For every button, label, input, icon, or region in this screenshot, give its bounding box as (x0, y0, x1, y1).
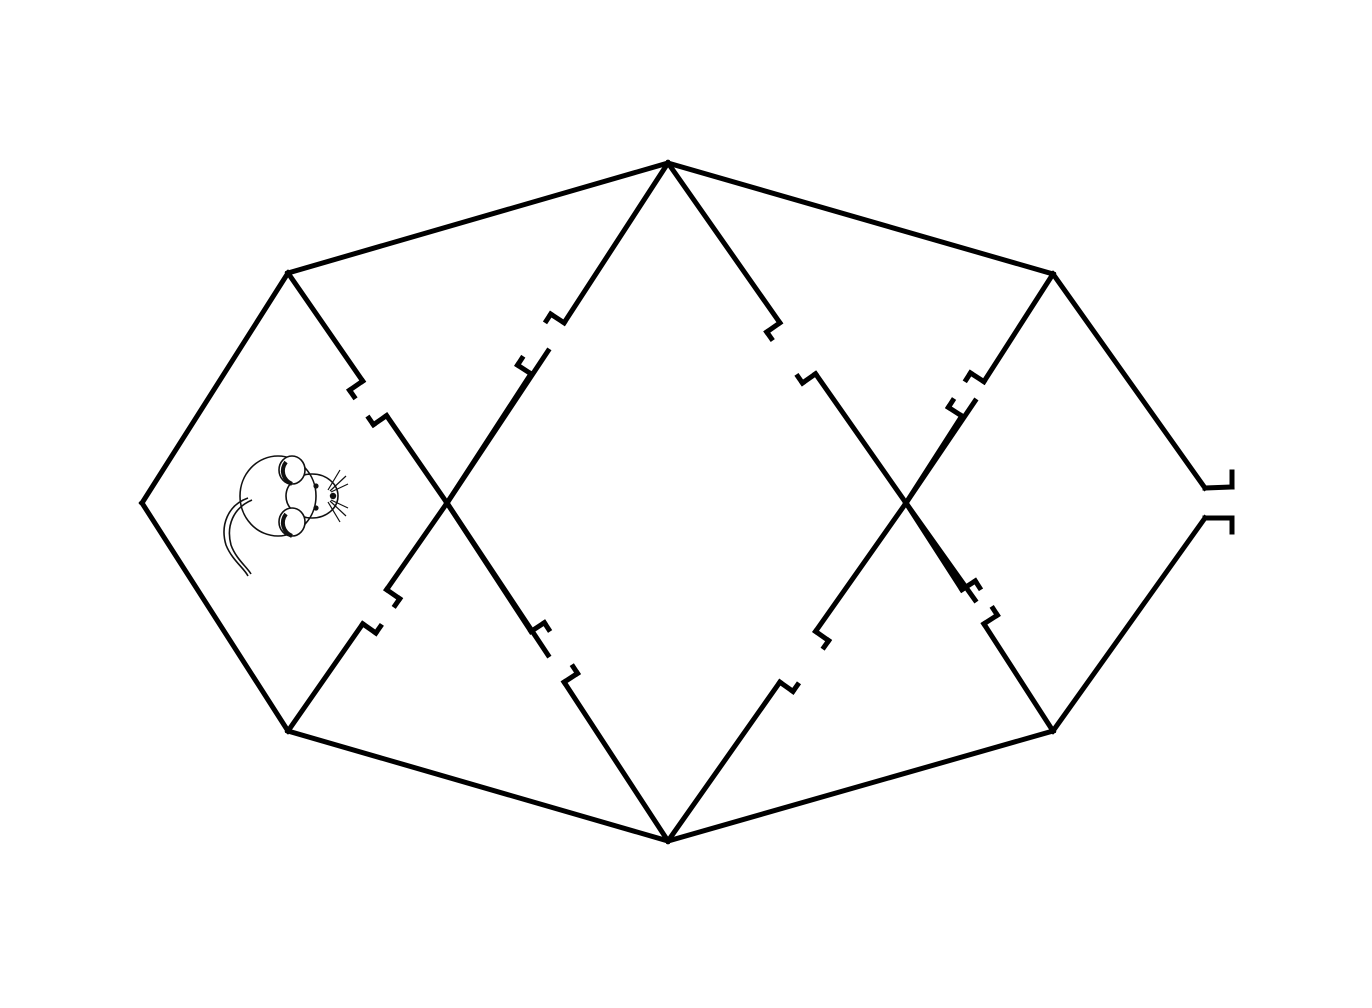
wall-t-xr-hook-0 (763, 328, 775, 343)
wall-lr-xr-hook-1 (971, 577, 984, 592)
wall-top-left (284, 159, 672, 277)
exit-jamb-upper (1202, 484, 1235, 491)
mouse-whiskers (327, 469, 349, 523)
wall-b-xr-jamb-1 (812, 627, 833, 645)
wall-xr-cross-lower (902, 499, 979, 604)
wall-b-xl-jamb-1 (527, 619, 548, 635)
wall-t-xr-a (664, 159, 784, 327)
mouse-icon (223, 455, 349, 577)
wall-bottom-right (664, 727, 1057, 845)
mouse-eye-top (313, 483, 319, 489)
wall-t-xl-hook-1 (514, 354, 526, 369)
wall-top-right (664, 159, 1057, 278)
mouse-ear-top-inner (280, 460, 293, 486)
wall-b-xl-hook-1 (540, 619, 553, 633)
wall-ur-xr-jamb-0 (966, 369, 988, 386)
wall-ur-xr-hook-1 (944, 397, 957, 411)
wall-t-xl-jamb-0 (547, 310, 568, 327)
mouse-nose (329, 492, 337, 500)
wall-left-upper (138, 269, 292, 507)
wall-right-upper (1049, 270, 1209, 492)
wall-b-xr-b (812, 499, 910, 635)
mouse-body (239, 455, 317, 537)
mouse-tail-inner (228, 499, 253, 575)
mouse-eye-bottom (313, 505, 319, 511)
wall-bottom-left (284, 727, 672, 845)
wall-ul-xl-jamb-0 (346, 377, 367, 394)
wall-ur-xr-jamb-1 (944, 403, 966, 420)
wall-b-xr-jamb-0 (776, 678, 797, 695)
wall-b-xl-a (560, 678, 672, 845)
wall-b-xr-hook-1 (820, 637, 833, 651)
maze-doors (346, 310, 1235, 695)
wall-ll-xl-b (383, 499, 451, 594)
mouse-tail (223, 497, 249, 577)
wall-ll-xl-jamb-0 (359, 620, 380, 637)
wall-t-xl-a (560, 159, 672, 327)
wall-t-xl-jamb-1 (514, 361, 535, 378)
wall-lr-xr-a (980, 620, 1057, 735)
wall-t-xr-jamb-0 (763, 319, 784, 336)
wall-ul-xl-jamb-1 (369, 412, 391, 429)
wall-ll-xl-hook-0 (372, 622, 384, 637)
wall-t-xr-b (812, 370, 910, 507)
wall-b-xl-jamb-0 (560, 669, 581, 686)
wall-right-lower (1049, 514, 1209, 735)
wall-ll-xl-jamb-1 (383, 586, 404, 603)
wall-xr-cross-upper (902, 397, 979, 507)
wall-ul-xl-hook-1 (365, 414, 377, 429)
wall-ur-xr-hook-0 (962, 369, 974, 384)
wall-lr-xr-hook-0 (989, 604, 1001, 619)
wall-lr-xr-jamb-0 (980, 611, 1001, 628)
wall-ul-xl-b (383, 412, 451, 507)
mouse-head (285, 473, 339, 519)
wall-b-xr-a (664, 678, 784, 845)
wall-ll-xl-a (284, 620, 367, 735)
wall-b-xr-hook-0 (789, 681, 802, 695)
wall-ll-xl-hook-1 (391, 595, 404, 609)
wall-left-lower (138, 499, 292, 735)
wall-ul-xl-hook-0 (346, 386, 358, 401)
wall-b-xl-hook-0 (569, 663, 581, 677)
wall-lr-xr-jamb-1 (958, 577, 979, 594)
wall-t-xl-hook-0 (542, 310, 555, 325)
maze-walls (138, 159, 1209, 845)
mouse-ear-bottom-inner (280, 512, 293, 538)
wall-t-xr-jamb-1 (798, 370, 820, 387)
wall-t-xr-hook-1 (794, 372, 806, 387)
wall-ul-xl-a (284, 269, 367, 385)
wall-ur-xr-a (980, 270, 1057, 386)
